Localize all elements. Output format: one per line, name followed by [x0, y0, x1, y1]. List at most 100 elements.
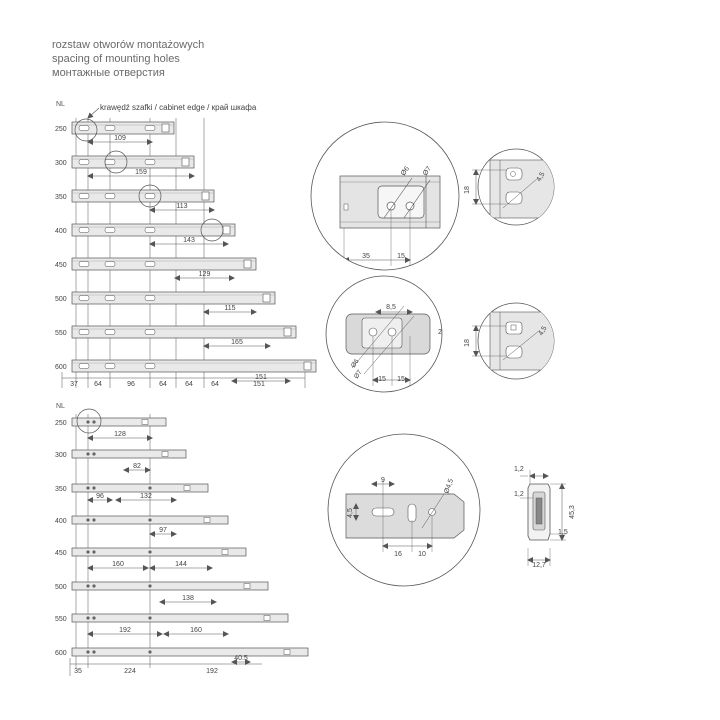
- profile-dim-127: 12,7: [532, 562, 546, 569]
- top-rail-hole: [78, 295, 90, 301]
- top-rails-section: NL krawędź szafki / cabinet edge / край …: [55, 101, 317, 388]
- top-rail-hole: [144, 125, 156, 131]
- bottom-rail-hole: [86, 486, 90, 490]
- top-rail-hole: [104, 125, 116, 131]
- bottom-rail: [71, 581, 269, 591]
- bot-dim-224: 224: [124, 668, 136, 675]
- bottom-rail-hole: [86, 616, 90, 620]
- top-rail-end-tab: [181, 157, 190, 167]
- d5-dim-45: 4,5: [347, 508, 354, 518]
- top-rail-hole: [78, 261, 90, 267]
- bottom-rail-hole: [148, 518, 152, 522]
- detail-circle-3: 8,5 Ø6 Ø7 2 15 15: [325, 275, 443, 393]
- top-row-nl: 450: [55, 262, 67, 269]
- profile-dim-453: 45,3: [569, 505, 576, 519]
- bottom-rail-slot: [203, 517, 211, 523]
- top-row-nl: 400: [55, 228, 67, 235]
- d3-dim-15b: 15: [397, 376, 405, 383]
- top-rail-hole: [78, 363, 90, 369]
- bottom-row-nl: 400: [55, 518, 67, 525]
- detail-circle-4: 18 4,5: [464, 302, 555, 380]
- detail-circle-2: 18 4,5: [464, 148, 555, 226]
- bottom-row-dim: 96: [96, 493, 104, 500]
- top-rail-hole: [104, 295, 116, 301]
- bottom-rail-hole: [92, 518, 96, 522]
- detail-circle-5: 9 Ø4,5 4,5 16 10: [327, 433, 481, 587]
- bottom-rail: [71, 647, 309, 657]
- d5-dim-10: 10: [418, 551, 426, 558]
- top-rail: [71, 291, 276, 305]
- top-rail-end-tab: [243, 259, 252, 269]
- top-rail-end-tab: [303, 361, 312, 371]
- top-rail-hole: [104, 159, 116, 165]
- bottom-rail-slot: [183, 485, 191, 491]
- top-rail-hole: [144, 329, 156, 335]
- top-nl-label: NL: [56, 101, 65, 108]
- top-rail-end-tab: [262, 293, 271, 303]
- top-row-nl: 600: [55, 364, 67, 371]
- d3-dim-85: 8,5: [386, 304, 396, 311]
- bottom-rail-hole: [148, 616, 152, 620]
- d1-dim-15: 15: [397, 253, 405, 260]
- d3-dia7: Ø7: [353, 369, 364, 380]
- top-highlight-circle: [74, 118, 98, 142]
- rail-profile: 1,2 1,2 45,3 1,5 12,7: [514, 466, 576, 569]
- bottom-rail: [71, 547, 247, 557]
- bottom-rail-hole: [92, 550, 96, 554]
- bottom-row-dim: 144: [175, 561, 187, 568]
- bottom-rail-slot: [221, 549, 229, 555]
- bottom-rail-hole: [148, 584, 152, 588]
- top-rail-hole: [144, 159, 156, 165]
- d4-dim-45: 4,5: [538, 325, 549, 337]
- title-ru: монтажные отверстия: [52, 67, 165, 79]
- bottom-rail-row: 500 138: [55, 581, 269, 605]
- d5-dim-16: 16: [394, 551, 402, 558]
- bottom-rail-slot: [161, 451, 169, 457]
- bottom-row-nl: 300: [55, 452, 67, 459]
- bottom-row-nl: 500: [55, 584, 67, 591]
- top-rail-rows: 2501093001593501134001434501295001155501…: [55, 118, 317, 384]
- d5-dim-9: 9: [381, 477, 385, 484]
- profile-dim-12a: 1,2: [514, 466, 524, 473]
- bottom-rail-slot: [141, 419, 149, 425]
- bottom-row-dim: 132: [140, 493, 152, 500]
- bottom-rail: [71, 483, 209, 493]
- d3-dim-2: 2: [438, 329, 442, 336]
- bottom-rail-hole: [92, 650, 96, 654]
- top-dim-151: 151: [253, 381, 265, 388]
- top-rail-hole: [144, 295, 156, 301]
- bottom-row-dim: 160: [112, 561, 124, 568]
- top-rail-hole: [144, 227, 156, 233]
- top-rail-hole: [78, 329, 90, 335]
- bottom-rail-slot: [263, 615, 271, 621]
- top-row-nl: 500: [55, 296, 67, 303]
- top-rail-hole: [144, 193, 156, 199]
- top-dim-64d: 64: [211, 381, 219, 388]
- title-pl: rozstaw otworów montażowych: [52, 39, 205, 51]
- top-row-dim: 143: [183, 237, 195, 244]
- top-dim-96: 96: [127, 381, 135, 388]
- bottom-rail-hole: [86, 584, 90, 588]
- bottom-row-dim: 138: [182, 595, 194, 602]
- top-rail: [71, 189, 215, 203]
- bot-dim-35: 35: [74, 668, 82, 675]
- top-rail-hole: [104, 227, 116, 233]
- top-row-nl: 350: [55, 194, 67, 201]
- bottom-row-dim: 128: [114, 431, 126, 438]
- top-dim-64b: 64: [159, 381, 167, 388]
- bottom-rail-slot: [283, 649, 291, 655]
- top-rail-row: 400 143: [55, 223, 236, 247]
- top-rail-row: 450 129: [55, 257, 257, 281]
- bottom-rail-hole: [86, 420, 90, 424]
- top-row-dim: 129: [199, 271, 211, 278]
- d1-dim-35: 35: [362, 253, 370, 260]
- bottom-row-dim: 160: [190, 627, 202, 634]
- top-dim-64c: 64: [185, 381, 193, 388]
